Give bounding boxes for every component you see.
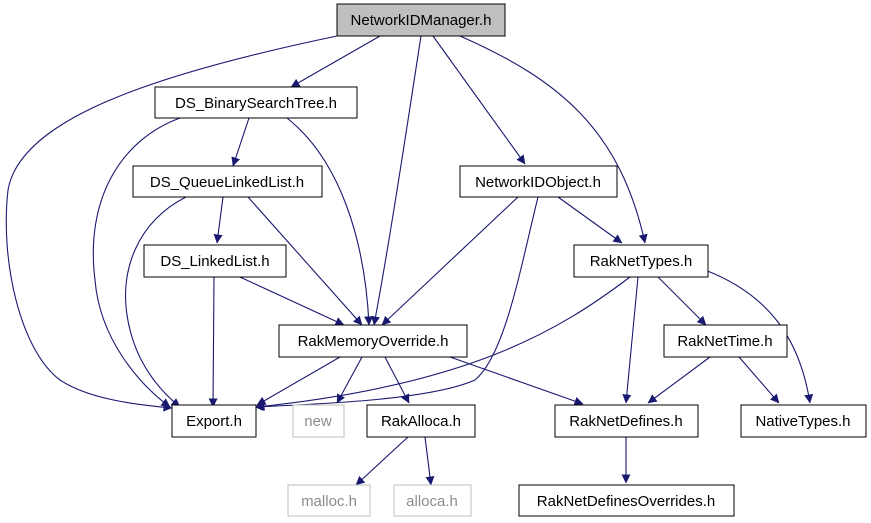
edge-ds-linkedlist-export xyxy=(208,276,218,408)
edge-ds-queuelinkedlist-export xyxy=(125,196,187,408)
node-ds-binarysearchtree[interactable]: DS_BinarySearchTree.h xyxy=(154,86,358,119)
edge-networkidobject-raknettypes xyxy=(557,196,623,244)
edge-networkidmanager-export xyxy=(5,35,338,412)
node-ds-linkedlist[interactable]: DS_LinkedList.h xyxy=(143,244,287,278)
node-label: RakMemoryOverride.h xyxy=(298,333,449,350)
node-raknetdefinesoverrides[interactable]: RakNetDefinesOverrides.h xyxy=(518,484,735,517)
node-malloc[interactable]: malloc.h xyxy=(287,484,371,517)
node-label: NetworkIDObject.h xyxy=(475,174,601,191)
node-label: DS_BinarySearchTree.h xyxy=(175,95,337,112)
edge-networkidobject-export xyxy=(254,196,539,412)
node-label: DS_LinkedList.h xyxy=(160,253,269,270)
edge-raknettime-nativetypes xyxy=(738,356,780,404)
node-label: NetworkIDManager.h xyxy=(351,12,492,29)
node-raknettime[interactable]: RakNetTime.h xyxy=(663,324,788,358)
edge-ds-linkedlist-rakmemoryoverride xyxy=(239,276,345,326)
edge-rakmemoryoverride-raknetdefines xyxy=(449,356,584,406)
node-label: RakNetTime.h xyxy=(677,333,772,350)
node-ds-queuelinkedlist[interactable]: DS_QueueLinkedList.h xyxy=(132,165,323,198)
edge-networkidmanager-ds-binarysearchtree xyxy=(290,35,381,88)
edge-ds-queuelinkedlist-rakmemoryoverride xyxy=(247,196,363,326)
edge-raknettypes-raknettime xyxy=(657,276,707,326)
edge-ds-binarysearchtree-export xyxy=(92,117,181,408)
dependency-edges xyxy=(5,35,814,486)
node-alloca[interactable]: alloca.h xyxy=(393,484,472,517)
node-networkidmanager[interactable]: NetworkIDManager.h xyxy=(336,3,506,37)
node-label: DS_QueueLinkedList.h xyxy=(150,174,304,191)
edge-raknettypes-raknetdefines xyxy=(622,276,639,404)
edge-networkidobject-rakmemoryoverride xyxy=(381,196,519,326)
file-nodes: NetworkIDManager.h DS_BinarySearchTree.h… xyxy=(132,3,867,517)
node-label: RakNetDefines.h xyxy=(569,413,682,430)
edge-rakalloca-malloc xyxy=(355,436,409,486)
node-raknettypes[interactable]: RakNetTypes.h xyxy=(573,244,709,278)
node-new[interactable]: new xyxy=(292,404,345,438)
node-label: alloca.h xyxy=(406,493,458,510)
node-networkidobject[interactable]: NetworkIDObject.h xyxy=(459,165,618,198)
edge-raknettypes-export xyxy=(255,276,631,411)
edge-ds-binarysearchtree-rakmemoryoverride xyxy=(286,117,374,326)
edge-rakmemoryoverride-export xyxy=(256,356,341,406)
node-label: RakNetDefinesOverrides.h xyxy=(537,493,715,510)
node-rakalloca[interactable]: RakAlloca.h xyxy=(366,404,476,438)
node-rakmemoryoverride[interactable]: RakMemoryOverride.h xyxy=(278,324,468,358)
node-export[interactable]: Export.h xyxy=(171,404,257,438)
node-nativetypes[interactable]: NativeTypes.h xyxy=(740,404,867,438)
node-label: RakNetTypes.h xyxy=(590,253,693,270)
edge-networkidmanager-networkidobject xyxy=(432,35,526,165)
edge-ds-binarysearchtree-ds-queuelinkedlist xyxy=(231,117,250,167)
edge-ds-queuelinkedlist-ds-linkedlist xyxy=(213,196,224,244)
node-label: RakAlloca.h xyxy=(381,413,461,430)
edge-networkidmanager-rakmemoryoverride xyxy=(371,35,422,326)
node-label: new xyxy=(304,413,332,430)
node-label: NativeTypes.h xyxy=(755,413,850,430)
node-label: malloc.h xyxy=(301,493,357,510)
node-raknetdefines[interactable]: RakNetDefines.h xyxy=(554,404,699,438)
edge-raknettime-raknetdefines xyxy=(647,356,711,404)
edge-rakalloca-alloca xyxy=(424,436,435,486)
edge-raknettypes-nativetypes xyxy=(704,269,814,404)
node-label: Export.h xyxy=(186,413,242,430)
edge-rakmemoryoverride-rakalloca xyxy=(384,356,410,404)
edge-rakmemoryoverride-new xyxy=(336,356,363,404)
edge-networkidmanager-raknettypes xyxy=(459,35,648,244)
